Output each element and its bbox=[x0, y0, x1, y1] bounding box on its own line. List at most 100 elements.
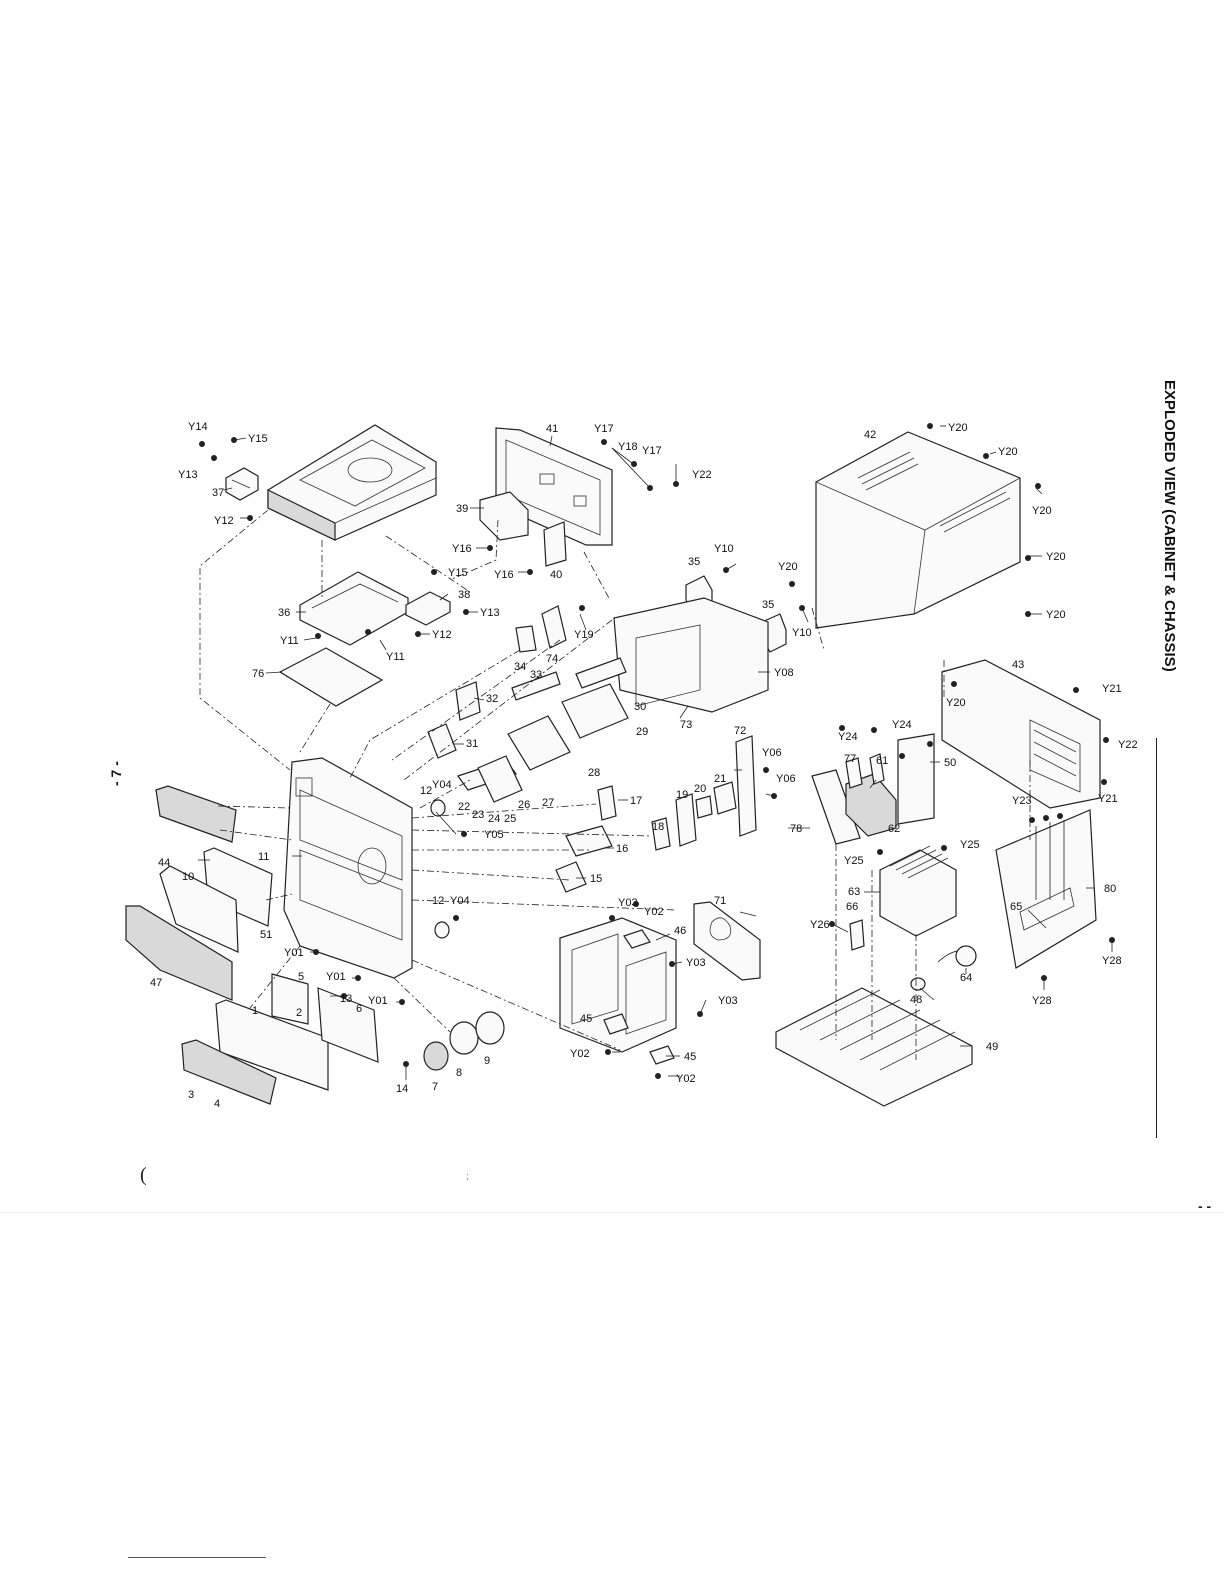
label-Y21-bottom: Y21 bbox=[1098, 793, 1118, 805]
label-Y01-left: Y01 bbox=[284, 947, 304, 959]
label-16: 16 bbox=[616, 843, 628, 855]
label-19: 19 bbox=[676, 789, 688, 801]
label-30: 30 bbox=[634, 701, 646, 713]
label-64: 64 bbox=[960, 972, 972, 984]
part-6-holder bbox=[317, 987, 379, 1063]
title-rule bbox=[1156, 738, 1157, 1138]
label-Y06-top: Y06 bbox=[762, 747, 782, 759]
part-49-chassis bbox=[775, 987, 973, 1107]
label-42: 42 bbox=[864, 429, 876, 441]
label-Y22-top: Y22 bbox=[692, 469, 712, 481]
label-7: 7 bbox=[432, 1081, 438, 1093]
label-Y17-right: Y17 bbox=[642, 445, 662, 457]
label-33: 33 bbox=[530, 669, 542, 681]
part-47-panel bbox=[125, 905, 233, 1001]
label-44: 44 bbox=[158, 857, 170, 869]
label-Y12-lower: Y12 bbox=[432, 629, 452, 641]
part-77 bbox=[845, 757, 863, 789]
label-63: 63 bbox=[848, 886, 860, 898]
label-47: 47 bbox=[150, 977, 162, 989]
label-12-top: 12 bbox=[420, 785, 432, 797]
part-72-board bbox=[735, 735, 757, 837]
link-underline[interactable] bbox=[128, 1557, 266, 1558]
label-Y11-right: Y11 bbox=[386, 651, 405, 663]
part-78-plate bbox=[811, 769, 861, 845]
label-Y12: Y12 bbox=[214, 515, 234, 527]
part-3-4-window bbox=[181, 1039, 277, 1105]
part-76-plate bbox=[278, 647, 384, 707]
label-39: 39 bbox=[456, 503, 468, 515]
label-Y22-right: Y22 bbox=[1118, 739, 1138, 751]
part-7-knob bbox=[423, 1041, 449, 1071]
part-71-board bbox=[693, 901, 761, 981]
label-Y15-lower: Y15 bbox=[448, 567, 468, 579]
label-36: 36 bbox=[278, 607, 290, 619]
label-23: 23 bbox=[472, 809, 484, 821]
part-26-block bbox=[477, 755, 523, 803]
part-33 bbox=[511, 671, 561, 701]
label-Y20-3: Y20 bbox=[1032, 505, 1052, 517]
label-Y01-mid: Y01 bbox=[326, 971, 346, 983]
part-12-knob-bottom bbox=[434, 921, 450, 939]
label-Y02-left: Y02 bbox=[570, 1048, 590, 1060]
label-Y21-top: Y21 bbox=[1102, 683, 1122, 695]
label-24: 24 bbox=[488, 813, 500, 825]
page-divider bbox=[0, 1212, 1224, 1213]
label-Y18: Y18 bbox=[618, 441, 638, 453]
label-Y25-right: Y25 bbox=[960, 839, 980, 851]
label-Y17-left: Y17 bbox=[594, 423, 614, 435]
label-Y04-bottom: Y04 bbox=[450, 895, 470, 907]
label-65: 65 bbox=[1010, 901, 1022, 913]
part-46 bbox=[623, 929, 651, 949]
label-Y24-left: Y24 bbox=[838, 731, 858, 743]
part-45-top bbox=[603, 1013, 629, 1035]
label-34: 34 bbox=[514, 661, 526, 673]
label-Y06-bottom: Y06 bbox=[776, 773, 796, 785]
label-27: 27 bbox=[542, 797, 554, 809]
label-Y04-top: Y04 bbox=[432, 779, 452, 791]
label-37: 37 bbox=[212, 487, 224, 499]
part-21 bbox=[713, 781, 737, 815]
label-Y10-right: Y10 bbox=[792, 627, 812, 639]
label-Y20-4: Y20 bbox=[1046, 551, 1066, 563]
label-4: 4 bbox=[214, 1098, 220, 1110]
part-20 bbox=[695, 795, 713, 819]
label-72: 72 bbox=[734, 725, 746, 737]
label-Y28-bottom: Y28 bbox=[1032, 995, 1052, 1007]
footer-paren: ( bbox=[140, 1164, 147, 1186]
label-Y02-top: Y02 bbox=[644, 906, 664, 918]
part-50-board bbox=[897, 733, 935, 825]
label-15: 15 bbox=[590, 873, 602, 885]
label-Y03-top: Y03 bbox=[618, 897, 638, 909]
assembly-lines bbox=[199, 509, 1031, 1060]
label-5: 5 bbox=[298, 971, 304, 983]
label-13: 13 bbox=[340, 993, 352, 1005]
label-73: 73 bbox=[680, 719, 692, 731]
label-Y26: Y26 bbox=[810, 919, 830, 931]
label-1: 1 bbox=[252, 1005, 258, 1017]
label-35-right: 35 bbox=[762, 599, 774, 611]
label-45-top: 45 bbox=[580, 1013, 592, 1025]
label-10: 10 bbox=[182, 871, 194, 883]
part-45-bottom bbox=[649, 1045, 675, 1065]
part-37-bracket bbox=[225, 467, 259, 501]
label-11: 11 bbox=[258, 851, 269, 863]
label-Y11-left: Y11 bbox=[280, 635, 299, 647]
part-65-transistors bbox=[1019, 887, 1075, 931]
part-48-bushing bbox=[910, 977, 926, 991]
label-51: 51 bbox=[260, 929, 272, 941]
leader-lines bbox=[198, 425, 1113, 1080]
part-39 bbox=[479, 491, 529, 541]
part-18 bbox=[651, 817, 671, 851]
label-Y28-right: Y28 bbox=[1102, 955, 1122, 967]
part-40 bbox=[543, 521, 567, 567]
label-Y02-bottom: Y02 bbox=[676, 1073, 696, 1085]
label-Y23: Y23 bbox=[1012, 795, 1032, 807]
label-Y24-right: Y24 bbox=[892, 719, 912, 731]
label-Y03-bottom: Y03 bbox=[718, 995, 738, 1007]
label-41: 41 bbox=[546, 423, 558, 435]
label-8: 8 bbox=[456, 1067, 462, 1079]
label-18: 18 bbox=[652, 821, 664, 833]
label-66: 66 bbox=[846, 901, 858, 913]
